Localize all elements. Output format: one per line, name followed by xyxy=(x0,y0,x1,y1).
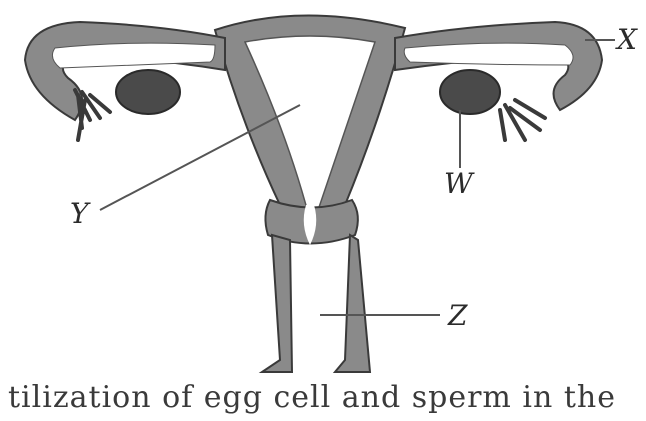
vagina-right-wall xyxy=(335,235,370,372)
left-fimbriae xyxy=(75,90,110,140)
label-z: Z xyxy=(448,302,467,330)
label-w: W xyxy=(444,170,473,198)
right-ovary xyxy=(440,70,500,114)
right-tube-lumen xyxy=(404,43,573,65)
label-x: X xyxy=(617,26,637,54)
right-fimbriae xyxy=(500,100,545,140)
vagina xyxy=(262,235,292,372)
caption-text: tilization of egg cell and sperm in the xyxy=(8,380,616,415)
label-y: Y xyxy=(70,200,88,228)
left-ovary xyxy=(116,70,180,114)
